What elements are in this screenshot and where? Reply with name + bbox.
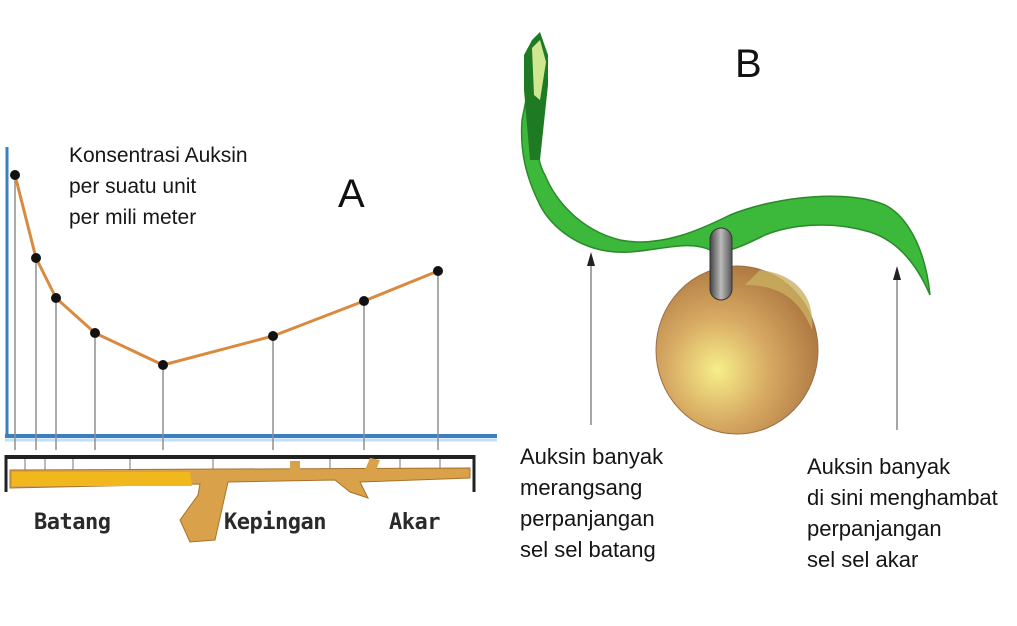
y-axis-label-line: per suatu unit [69, 175, 197, 198]
note-stem: Auksin banyak merangsang perpanjangan se… [520, 441, 663, 565]
note-line: di sini menghambat [807, 485, 998, 510]
note-line: sel sel batang [520, 537, 656, 562]
panel-b-label: B [735, 42, 762, 86]
note-line: Auksin banyak [520, 444, 664, 469]
plant-ruler [4, 455, 476, 543]
data-points [10, 170, 443, 370]
ruler-label-batang: Batang [34, 510, 111, 535]
auxin-curve [13, 174, 439, 367]
y-axis-label-line: per mili meter [69, 206, 197, 229]
note-line: perpanjangan [807, 516, 942, 541]
note-line: sel sel akar [807, 547, 919, 572]
note-line: Auksin banyak [807, 454, 951, 479]
panel-a-label: A [338, 172, 365, 216]
ruler-label-kepingan: Kepingan [224, 510, 326, 535]
y-axis-label: Konsentrasi Auksin per suatu unit per mi… [69, 140, 248, 233]
note-line: perpanjangan [520, 506, 655, 531]
seedling-illustration [520, 32, 931, 435]
y-axis-label-line: Konsentrasi Auksin [69, 144, 248, 167]
note-line: merangsang [520, 475, 643, 500]
note-root: Auksin banyak di sini menghambat perpanj… [807, 451, 998, 575]
ruler-label-akar: Akar [389, 510, 440, 535]
drop-lines [14, 175, 439, 450]
